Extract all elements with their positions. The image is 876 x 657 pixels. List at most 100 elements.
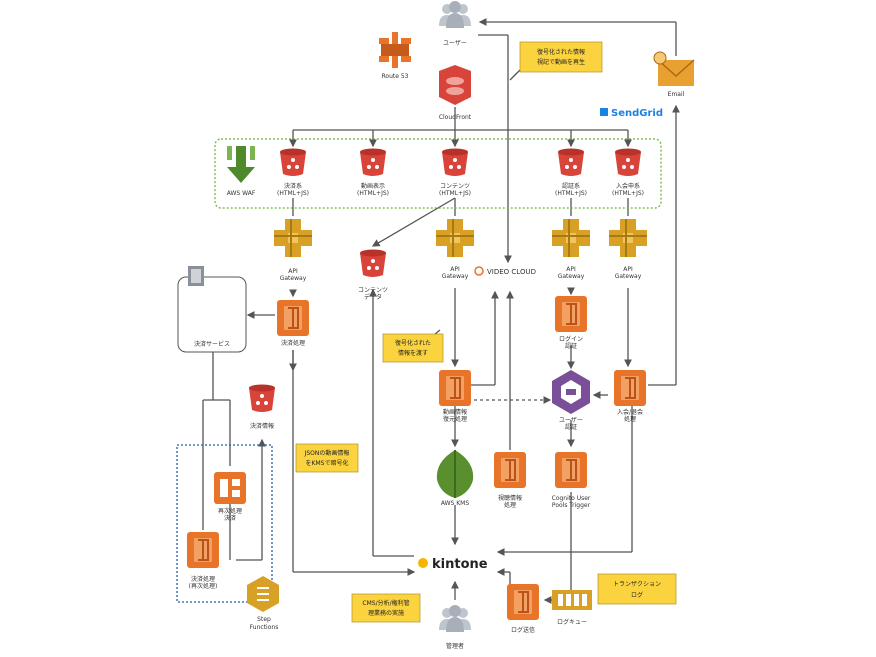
lambda-retry-label: 再次処理 — [218, 507, 242, 515]
api-gateway-payment-sub: Gateway — [280, 275, 307, 282]
admin-label: 管理者 — [446, 642, 464, 650]
svg-text:をKMSで暗号化: をKMSで暗号化 — [306, 459, 349, 467]
cloudfront-icon — [439, 65, 471, 105]
lambda-views-sub: 処理 — [504, 501, 516, 509]
lambda-batch-icon — [186, 531, 220, 569]
api-gateway-contents-icon — [436, 219, 474, 257]
lambda-login-icon — [554, 295, 588, 333]
sendgrid-logo-icon — [600, 108, 608, 116]
svg-text:復号化された: 復号化された — [395, 339, 431, 347]
lambda-log-label: ログ送信 — [511, 626, 535, 634]
bucket-contents-icon — [442, 148, 468, 176]
user-label: ユーザー — [443, 40, 467, 47]
bucket-payment-label: 決済系 — [284, 182, 302, 190]
api-gateway-login-label: API — [566, 266, 576, 273]
lambda-trigger-label: Cognito User — [552, 495, 591, 502]
waf-icon — [227, 146, 255, 183]
bucket-payment-info-icon — [249, 384, 275, 412]
lambda-login-label: ログイン — [559, 335, 583, 343]
lambda-payment-label: 決済処理 — [281, 339, 305, 347]
kms-label: AWS KMS — [441, 500, 470, 507]
lambda-retry-icon — [214, 472, 246, 504]
bucket-login-label: 認証系 — [562, 182, 580, 190]
api-gateway-payment-icon — [274, 219, 312, 257]
log-queue-icon — [552, 590, 592, 610]
bucket-payment-info-label: 決済情報 — [250, 422, 274, 430]
admin-icon — [439, 605, 471, 632]
email-label: Email — [668, 91, 685, 98]
route53-icon — [379, 32, 411, 68]
bucket-media-sub: データ — [364, 293, 382, 301]
bucket-register-label: 入会申系 — [616, 182, 640, 190]
log-queue-label: ログキュー — [557, 618, 587, 626]
kintone-logo: kintone — [432, 557, 488, 572]
api-gateway-register-sub: Gateway — [615, 273, 642, 280]
kms-icon — [436, 450, 474, 498]
svg-text:視記で動画を再生: 視記で動画を再生 — [537, 58, 585, 66]
batch-group — [176, 444, 273, 603]
lambda-register-icon — [613, 369, 647, 407]
svg-text:トランザクション: トランザクション — [613, 581, 661, 588]
cognito-label: ユーザー — [559, 417, 583, 424]
sendgrid-logo: SendGrid — [611, 108, 663, 119]
lambda-register-sub: 処理 — [624, 415, 636, 423]
cognito-icon — [552, 370, 590, 414]
kintone-logo-icon — [418, 558, 428, 568]
svg-text:復号化された情報: 復号化された情報 — [537, 48, 585, 56]
lambda-video-icon — [438, 369, 472, 407]
bucket-contents-label: コンテンツ — [440, 183, 470, 190]
bucket-contents-sub: (HTML+JS) — [439, 190, 471, 197]
api-gateway-contents-label: API — [450, 266, 460, 273]
step-functions-label: Step — [257, 616, 271, 623]
user-icon — [439, 1, 471, 28]
bucket-login-sub: (HTML+JS) — [555, 190, 587, 197]
waf-label: AWS WAF — [227, 190, 256, 197]
bucket-login-icon — [558, 148, 584, 176]
payment-service-box — [177, 266, 247, 353]
svg-text:情報を渡す: 情報を渡す — [398, 349, 428, 357]
api-gateway-register-label: API — [623, 266, 633, 273]
lambda-trigger-sub: Pools Trigger — [552, 502, 591, 509]
lambda-video-sub: 復元処理 — [443, 415, 467, 423]
bucket-media-icon — [360, 249, 386, 277]
lambda-video-label: 動画情報 — [443, 408, 467, 416]
lambda-log-icon — [506, 583, 540, 621]
note-transaction: トランザクション ログ — [597, 573, 677, 605]
video-cloud-icon — [474, 266, 484, 276]
lambda-views-label: 視聴情報 — [498, 494, 522, 502]
bucket-media-label: コンテンツ — [358, 287, 388, 294]
lambda-payment-icon — [276, 299, 310, 337]
lambda-views-icon — [493, 451, 527, 489]
connectors — [202, 18, 680, 604]
bucket-payment-sub: (HTML+JS) — [277, 190, 309, 197]
api-gateway-payment-label: API — [288, 268, 298, 275]
video-cloud-label: VIDEO CLOUD — [487, 268, 536, 276]
lambda-trigger-icon — [554, 451, 588, 489]
note-encrypted-playback: 復号化された情報 視記で動画を再生 — [519, 41, 603, 73]
svg-text:理業務の実施: 理業務の実施 — [368, 609, 404, 617]
svg-text:CMS/分析/権利管: CMS/分析/権利管 — [362, 599, 409, 607]
svg-text:ログ: ログ — [631, 591, 643, 599]
bucket-video-sub: (HTML+JS) — [357, 190, 389, 197]
cloudfront-label: CloudFront — [439, 114, 472, 121]
svg-text:JSONの動画情報: JSONの動画情報 — [304, 449, 350, 457]
lambda-register-label: 入会/退会 — [617, 408, 643, 416]
api-gateway-contents-sub: Gateway — [442, 273, 469, 280]
bucket-register-sub: (HTML+JS) — [612, 190, 644, 197]
step-functions-icon — [247, 576, 279, 612]
api-gateway-login-sub: Gateway — [558, 273, 585, 280]
cognito-sub: 認証 — [565, 423, 577, 431]
step-functions-sub: Functions — [250, 624, 279, 631]
bucket-video-icon — [360, 148, 386, 176]
frontend-group — [214, 138, 662, 209]
bucket-register-icon — [615, 148, 641, 176]
lambda-batch-label: 決済処理 — [191, 575, 215, 583]
note-encrypted-info: 復号化された 情報を渡す — [382, 333, 444, 363]
api-gateway-register-icon — [609, 219, 647, 257]
bucket-payment-icon — [280, 148, 306, 176]
lambda-login-sub: 認証 — [565, 342, 577, 350]
bucket-video-label: 動画表示 — [361, 182, 385, 190]
lambda-retry-sub: 決済 — [224, 514, 236, 522]
note-cms: CMS/分析/権利管 理業務の実施 — [351, 593, 421, 623]
